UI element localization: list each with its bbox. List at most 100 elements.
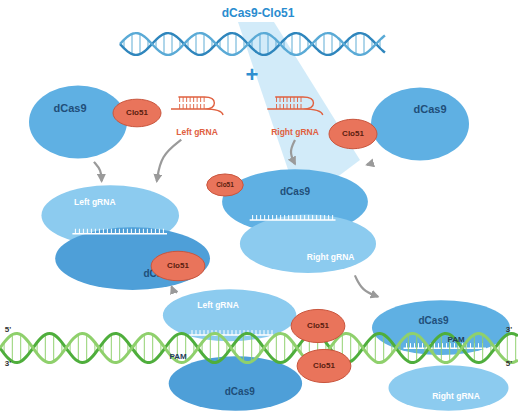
clo51-protein: Clo51 [112, 98, 162, 128]
diagram-title: dCas9-Clo51 [222, 7, 295, 19]
protein-blob [297, 349, 351, 382]
grna-hairpin [171, 97, 223, 115]
process-arrow [355, 275, 378, 296]
dcas9-protein: dCas9 [28, 84, 128, 160]
base-pair [163, 34, 164, 54]
base-pair [20, 334, 21, 362]
grna-strand [189, 330, 273, 335]
base-pair [45, 334, 46, 362]
base-pair [203, 34, 204, 54]
base-pair [251, 334, 252, 362]
node-label: Clo51 [342, 130, 364, 138]
base-pair [291, 34, 292, 54]
grna-strand [250, 215, 336, 220]
protein-blob [169, 356, 302, 411]
clo51-protein: Clo51 [206, 173, 244, 197]
process-arrow [172, 287, 178, 293]
base-pair [515, 334, 516, 362]
clo51-protein: Clo51 [150, 250, 206, 282]
base-pair [53, 334, 54, 362]
base-pair [416, 334, 417, 362]
base-pair [218, 334, 219, 362]
base-pair [276, 334, 277, 362]
process-arrow [157, 140, 181, 182]
base-pair [78, 334, 79, 362]
node-label: Clo51 [126, 109, 148, 117]
dcas9-protein: dCas9 [370, 86, 470, 162]
base-pair [267, 34, 268, 54]
node-label: Left gRNA [74, 198, 116, 207]
process-arrow [367, 163, 369, 165]
base-pair [284, 334, 285, 362]
node-label: Right gRNA [432, 392, 480, 401]
base-pair [259, 34, 260, 54]
protein-blob [207, 174, 243, 196]
base-pair [355, 34, 356, 54]
base-pair [243, 334, 244, 362]
node-label: Clo51 [216, 182, 234, 189]
base-pair [235, 34, 236, 54]
base-pair [195, 34, 196, 54]
base-pair [86, 334, 87, 362]
base-pair [227, 34, 228, 54]
clo51-protein: Clo51 [290, 308, 346, 344]
strand-end-label: 5' [5, 326, 11, 334]
protein-blob [240, 215, 376, 273]
protein-blob [372, 300, 510, 355]
node-label: dCas9 [53, 103, 86, 114]
node-label: Right gRNA [307, 252, 355, 261]
node-label: dCas9 [225, 387, 255, 397]
protein-blob [113, 99, 161, 127]
node-label: Clo51 [307, 322, 329, 330]
base-pair [323, 34, 324, 54]
base-pair [171, 34, 172, 54]
base-pair [350, 334, 351, 362]
pam-label: PAM [447, 336, 464, 344]
base-pair [363, 34, 364, 54]
base-pair [375, 334, 376, 362]
node-label: dCas9 [413, 103, 446, 114]
protein-blob [371, 88, 469, 161]
base-pair [383, 334, 384, 362]
base-pair [139, 34, 140, 54]
node-label: Left gRNA [176, 128, 218, 137]
base-pair [152, 334, 153, 362]
protein-blob [329, 119, 377, 148]
base-pair [441, 334, 442, 362]
strand [120, 33, 385, 55]
base-pair [111, 334, 112, 362]
plus-sign: + [246, 64, 259, 86]
protein-blob [291, 309, 345, 342]
grna-strand [72, 229, 167, 234]
protein-blob [55, 227, 210, 290]
grna-strand [404, 343, 487, 348]
pam-label: PAM [169, 353, 186, 361]
base-pair [119, 334, 120, 362]
guide-rna: Right gRNA [262, 88, 328, 138]
node-label: dCas9 [280, 187, 310, 197]
process-arrow [291, 140, 295, 164]
protein-blob [29, 86, 127, 159]
node-outline [370, 86, 470, 162]
protein-blob [163, 289, 296, 341]
clo51-protein: Clo51 [328, 118, 378, 150]
base-pair [210, 334, 211, 362]
protein-blob [389, 365, 509, 411]
base-pair [12, 334, 13, 362]
node-outline [28, 84, 128, 160]
base-pair [131, 34, 132, 54]
base-pair [331, 34, 332, 54]
base-pair [408, 334, 409, 362]
node-label: Right gRNA [271, 128, 319, 137]
process-arrow [94, 162, 102, 181]
node-label: dCas9 [418, 316, 448, 326]
strand-end-label: 3' [5, 360, 11, 368]
protein-blob [151, 251, 205, 280]
base-pair [299, 34, 300, 54]
clo51-protein: Clo51 [296, 348, 352, 384]
base-pair [507, 334, 508, 362]
node-label: Left gRNA [197, 301, 239, 310]
